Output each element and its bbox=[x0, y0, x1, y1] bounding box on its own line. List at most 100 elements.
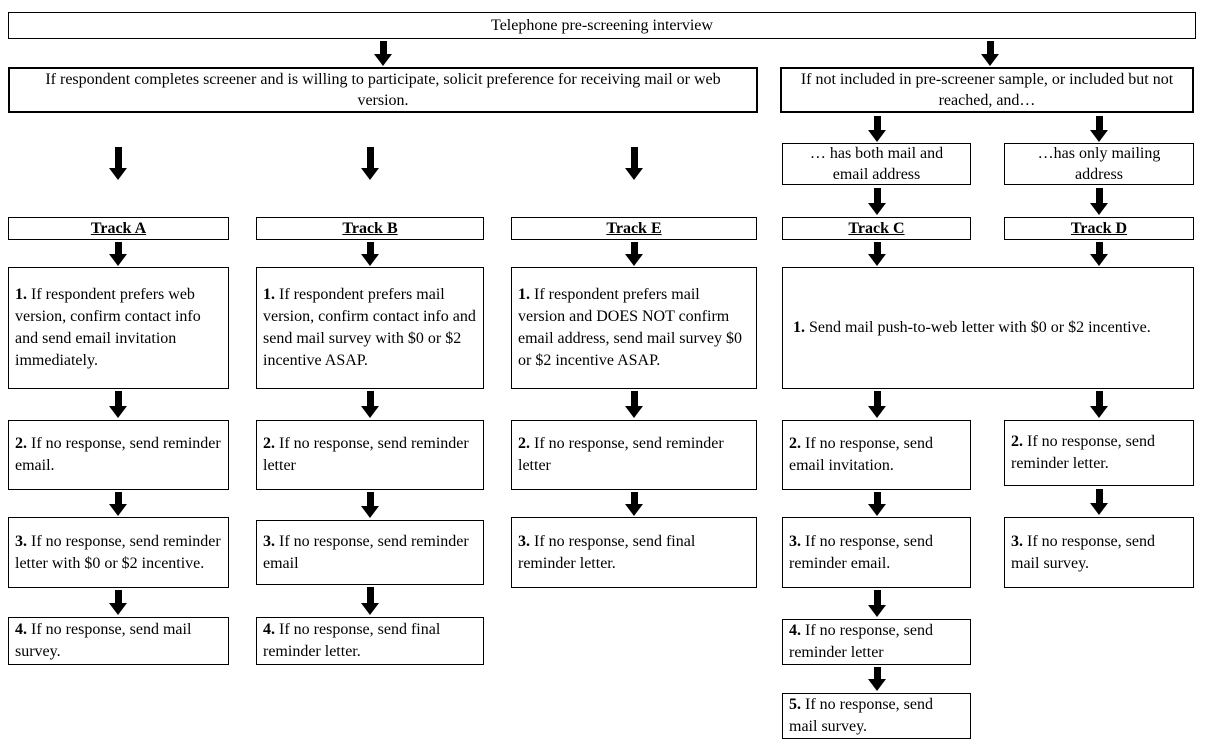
arrow-down-icon bbox=[1090, 188, 1108, 215]
step-text: If no response, send final reminder lett… bbox=[518, 532, 696, 572]
step-number: 1. bbox=[518, 286, 530, 303]
step-number: 3. bbox=[518, 532, 530, 550]
arrow-down-icon bbox=[868, 492, 886, 516]
arrow-down-icon bbox=[361, 391, 379, 418]
track-b-step-1: 1. If respondent prefers mail version, c… bbox=[256, 267, 484, 389]
track-c-header: Track C bbox=[782, 217, 971, 240]
track-e-label: Track E bbox=[606, 219, 662, 237]
step-text: If no response, send mail survey. bbox=[15, 621, 192, 660]
track-c-label: Track C bbox=[848, 219, 905, 237]
condition-both-label: … has both mail and email address bbox=[809, 145, 944, 183]
arrow-down-icon bbox=[625, 147, 643, 180]
condition-mail-only-box: …has only mailing address bbox=[1004, 143, 1194, 185]
track-e-step-2: 2. If no response, send reminder letter bbox=[511, 420, 757, 490]
track-a-step-1: 1. If respondent prefers web version, co… bbox=[8, 267, 229, 389]
branch-left-box: If respondent completes screener and is … bbox=[8, 67, 758, 113]
step-number: 4. bbox=[15, 621, 27, 638]
step-number: 4. bbox=[263, 621, 275, 638]
arrow-down-icon bbox=[868, 188, 886, 215]
track-b-step-3: 3. If no response, send reminder email bbox=[256, 520, 484, 585]
track-a-label: Track A bbox=[90, 219, 147, 237]
step-text: If no response, send reminder email bbox=[263, 532, 469, 572]
track-c-step-2: 2. If no response, send email invitation… bbox=[782, 420, 971, 490]
arrow-down-icon bbox=[361, 492, 379, 518]
track-b-label: Track B bbox=[342, 219, 398, 237]
arrow-down-icon bbox=[981, 41, 999, 66]
track-b-header: Track B bbox=[256, 217, 484, 240]
arrow-down-icon bbox=[625, 242, 643, 266]
arrow-down-icon bbox=[1090, 242, 1108, 266]
track-d-step-2: 2. If no response, send reminder letter. bbox=[1004, 420, 1194, 486]
arrow-down-icon bbox=[109, 147, 127, 180]
arrow-down-icon bbox=[1090, 391, 1108, 418]
step-text: If respondent prefers web version, confi… bbox=[15, 286, 201, 369]
arrow-down-icon bbox=[361, 242, 379, 266]
step-number: 5. bbox=[789, 696, 801, 713]
track-cd-step-1: 1. Send mail push-to-web letter with $0 … bbox=[782, 267, 1194, 389]
step-text: If no response, send mail survey. bbox=[1011, 532, 1155, 572]
track-e-header: Track E bbox=[511, 217, 757, 240]
track-a-step-3: 3. If no response, send reminder letter … bbox=[8, 517, 229, 588]
arrow-down-icon bbox=[361, 147, 379, 180]
track-c-step-5: 5. If no response, send mail survey. bbox=[782, 693, 971, 739]
step-text: If no response, send reminder email. bbox=[789, 532, 933, 572]
step-number: 2. bbox=[15, 435, 27, 452]
step-number: 4. bbox=[789, 622, 801, 639]
step-number: 2. bbox=[1011, 433, 1023, 450]
track-e-step-1: 1. If respondent prefers mail version an… bbox=[511, 267, 757, 389]
step-text: If no response, send reminder email. bbox=[15, 435, 221, 474]
arrow-down-icon bbox=[868, 242, 886, 266]
step-text: If respondent prefers mail version and D… bbox=[518, 286, 742, 369]
step-number: 3. bbox=[1011, 532, 1023, 550]
step-text: If no response, send reminder letter bbox=[518, 435, 724, 474]
step-text: If no response, send mail survey. bbox=[789, 696, 933, 735]
track-b-step-2: 2. If no response, send reminder letter bbox=[256, 420, 484, 490]
track-b-step-4: 4. If no response, send final reminder l… bbox=[256, 617, 484, 665]
condition-both-box: … has both mail and email address bbox=[782, 143, 971, 185]
arrow-down-icon bbox=[1090, 116, 1108, 142]
track-c-step-4: 4. If no response, send reminder letter bbox=[782, 619, 971, 665]
step-text: If no response, send reminder letter wit… bbox=[15, 532, 221, 572]
step-text: If no response, send final reminder lett… bbox=[263, 621, 441, 660]
track-a-header: Track A bbox=[8, 217, 229, 240]
track-a-step-4: 4. If no response, send mail survey. bbox=[8, 617, 229, 665]
track-d-label: Track D bbox=[1070, 219, 1128, 237]
step-number: 3. bbox=[789, 532, 801, 550]
step-text: Send mail push-to-web letter with $0 or … bbox=[809, 319, 1151, 336]
step-number: 3. bbox=[15, 532, 27, 550]
branch-left-label: If respondent completes screener and is … bbox=[45, 71, 721, 109]
step-number: 2. bbox=[518, 435, 530, 452]
arrow-down-icon bbox=[361, 587, 379, 615]
arrow-down-icon bbox=[109, 590, 127, 615]
step-text: If no response, send reminder letter bbox=[789, 622, 933, 661]
step-number: 1. bbox=[793, 319, 805, 336]
arrow-down-icon bbox=[109, 391, 127, 418]
track-a-step-2: 2. If no response, send reminder email. bbox=[8, 420, 229, 490]
arrow-down-icon bbox=[109, 242, 127, 266]
arrow-down-icon bbox=[868, 667, 886, 691]
track-d-step-3: 3. If no response, send mail survey. bbox=[1004, 517, 1194, 588]
track-e-step-3: 3. If no response, send final reminder l… bbox=[511, 517, 757, 588]
step-number: 2. bbox=[789, 435, 801, 452]
track-c-step-3: 3. If no response, send reminder email. bbox=[782, 517, 971, 588]
step-text: If no response, send reminder letter bbox=[263, 435, 469, 474]
arrow-down-icon bbox=[868, 116, 886, 142]
arrow-down-icon bbox=[868, 391, 886, 418]
step-text: If no response, send reminder letter. bbox=[1011, 433, 1155, 472]
top-box-label: Telephone pre-screening interview bbox=[491, 17, 713, 34]
arrow-down-icon bbox=[109, 492, 127, 516]
arrow-down-icon bbox=[868, 590, 886, 617]
arrow-down-icon bbox=[625, 391, 643, 418]
step-text: If no response, send email invitation. bbox=[789, 435, 933, 474]
arrow-down-icon bbox=[625, 492, 643, 516]
top-box: Telephone pre-screening interview bbox=[8, 12, 1196, 39]
condition-mail-only-label: …has only mailing address bbox=[1037, 145, 1161, 183]
branch-right-box: If not included in pre-screener sample, … bbox=[780, 67, 1194, 113]
step-number: 1. bbox=[263, 286, 275, 303]
step-number: 2. bbox=[263, 435, 275, 452]
step-text: If respondent prefers mail version, conf… bbox=[263, 286, 476, 369]
track-d-header: Track D bbox=[1004, 217, 1194, 240]
step-number: 1. bbox=[15, 286, 27, 303]
arrow-down-icon bbox=[374, 41, 392, 66]
